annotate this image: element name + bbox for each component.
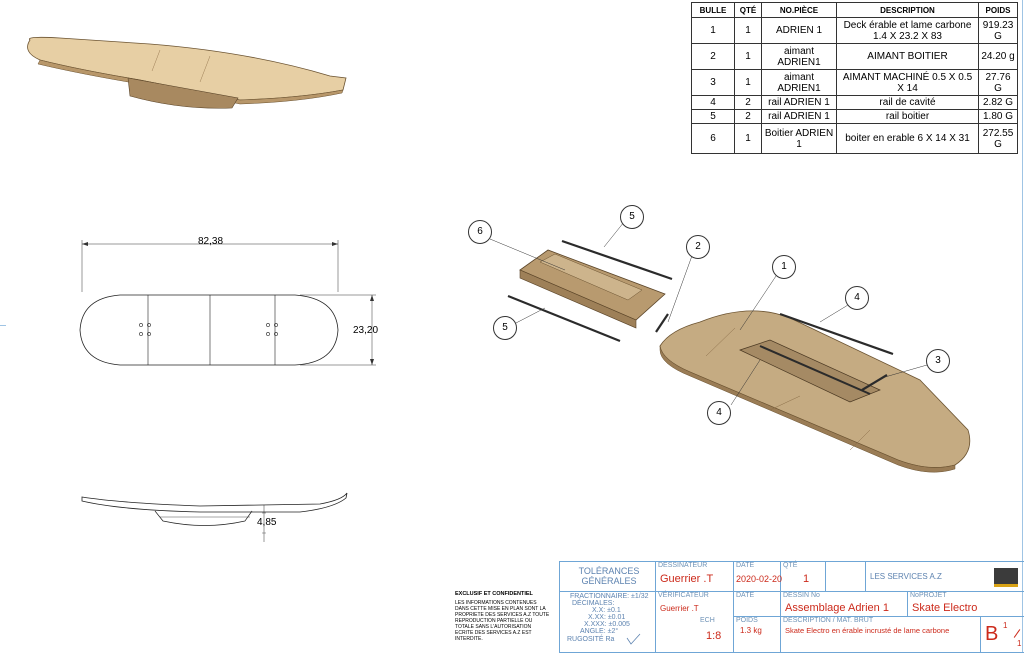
tolerances-values: FRACTIONNAIRE: ±1/32 DÉCIMALES: X.X: ±0.… xyxy=(560,592,656,653)
ech-cell: ECH 1:8 xyxy=(698,617,734,653)
exploded-view xyxy=(489,221,971,473)
format-cell: B 1 1 xyxy=(981,617,1024,653)
side-view xyxy=(81,492,348,542)
tol-decimales: DÉCIMALES: xyxy=(572,600,615,607)
tolerances-header: TOLÉRANCES GÉNÉRALES xyxy=(560,562,656,592)
qte-value: 1 xyxy=(803,573,810,585)
poids-cell: POIDS 1.3 kg xyxy=(734,617,781,653)
tol-xxxx: X.XXX: ±0.005 xyxy=(584,621,630,628)
tol-xxx: X.XX: ±0.01 xyxy=(588,614,626,621)
frame-tick-left xyxy=(0,325,6,326)
table-row: 3 1 aimant ADRIEN1 AIMANT MACHINÉ 0.5 X … xyxy=(691,69,1018,96)
bom-header-bulle: BULLE xyxy=(691,2,735,18)
table-row: 5 2 rail ADRIEN 1 rail boitier 1.80 G xyxy=(691,109,1018,124)
table-row: 6 1 Boitier ADRIEN 1 boiter en erable 6 … xyxy=(691,123,1018,154)
dim-height: 4,85 xyxy=(257,517,277,528)
company-logo xyxy=(994,568,1018,587)
company-cell: LES SERVICES A.Z xyxy=(866,562,1024,592)
ech-value: 1:8 xyxy=(706,630,722,642)
roughness-symbol-icon xyxy=(626,633,641,645)
table-row: 1 1 ADRIEN 1 Deck érable et lame carbone… xyxy=(691,17,1018,44)
verificateur-value: Guerrier .T xyxy=(660,604,699,613)
tol-fractionnaire: FRACTIONNAIRE: ±1/32 xyxy=(570,593,649,600)
bom-header-piece: NO.PIÈCE xyxy=(761,2,837,18)
blank-cell xyxy=(826,562,866,592)
dessin-value: Assemblage Adrien 1 xyxy=(785,602,889,614)
dessinateur-cell: DESSINATEUR Guerrier .T xyxy=(656,562,734,592)
format-value: B xyxy=(985,623,999,645)
frame-right xyxy=(1022,0,1023,652)
description-value: Skate Electro en érable incrusté de lame… xyxy=(785,626,950,635)
sheet-divider xyxy=(1013,629,1021,638)
tolerances-label: TOLÉRANCES GÉNÉRALES xyxy=(578,566,640,586)
bom-header-qte: QTÉ xyxy=(734,2,762,18)
bom-table: BULLE QTÉ NO.PIÈCE DESCRIPTION POIDS 1 1… xyxy=(691,2,1018,154)
sheet-total: 1 xyxy=(1017,639,1022,648)
bom-header-row: BULLE QTÉ NO.PIÈCE DESCRIPTION POIDS xyxy=(691,2,1018,18)
dessin-cell: DESSIN No Assemblage Adrien 1 xyxy=(781,592,908,617)
projet-value: Skate Electro xyxy=(912,602,978,614)
tol-rugosite: RUGOSITÉ Ra xyxy=(567,636,615,643)
bom-header-description: DESCRIPTION xyxy=(836,2,979,18)
balloon-1: 1 xyxy=(772,255,796,279)
balloon-2: 2 xyxy=(686,235,710,259)
balloon-4-right: 4 xyxy=(845,286,869,310)
projet-cell: NoPROJET Skate Electro xyxy=(908,592,1024,617)
dessinateur-value: Guerrier .T xyxy=(660,573,714,585)
poids-value: 1.3 kg xyxy=(740,626,762,635)
table-row: 4 2 rail ADRIEN 1 rail de cavité 2.82 G xyxy=(691,95,1018,110)
qte-cell: QTÉ 1 xyxy=(781,562,826,592)
company-name: LES SERVICES A.Z xyxy=(870,572,942,581)
top-view xyxy=(79,240,376,366)
table-row: 2 1 aimant ADRIEN1 AIMANT BOITIER 24.20 … xyxy=(691,43,1018,70)
date-value: 2020-02-20 xyxy=(736,574,783,584)
date-cell: DATE 2020-02-20 xyxy=(734,562,783,592)
dim-width: 23,20 xyxy=(353,325,379,336)
tol-angle: ANGLE: ±2° xyxy=(580,628,619,635)
description-cell: DESCRIPTION / MAT. BRUT Skate Electro en… xyxy=(781,617,981,653)
dim-length: 82,38 xyxy=(198,236,224,247)
title-block: TOLÉRANCES GÉNÉRALES FRACTIONNAIRE: ±1/3… xyxy=(559,561,1024,653)
balloon-5-bottom: 5 xyxy=(493,316,517,340)
balloon-4-bottom: 4 xyxy=(707,401,731,425)
confidential-body: LES INFORMATIONS CONTENUES DANS CETTE MI… xyxy=(455,600,550,642)
date2-cell: DATE xyxy=(734,592,781,617)
sheet-number: 1 xyxy=(1003,621,1008,630)
balloon-3: 3 xyxy=(926,349,950,373)
balloon-5-top: 5 xyxy=(620,205,644,229)
balloon-6: 6 xyxy=(468,220,492,244)
iso-deck-view xyxy=(27,36,347,109)
bom-header-poids: POIDS xyxy=(978,2,1018,18)
tol-xx: X.X: ±0.1 xyxy=(592,607,621,614)
confidential-title: EXCLUSIF ET CONFIDENTIEL xyxy=(455,591,533,597)
confidential-notice: EXCLUSIF ET CONFIDENTIEL LES INFORMATION… xyxy=(455,591,550,642)
